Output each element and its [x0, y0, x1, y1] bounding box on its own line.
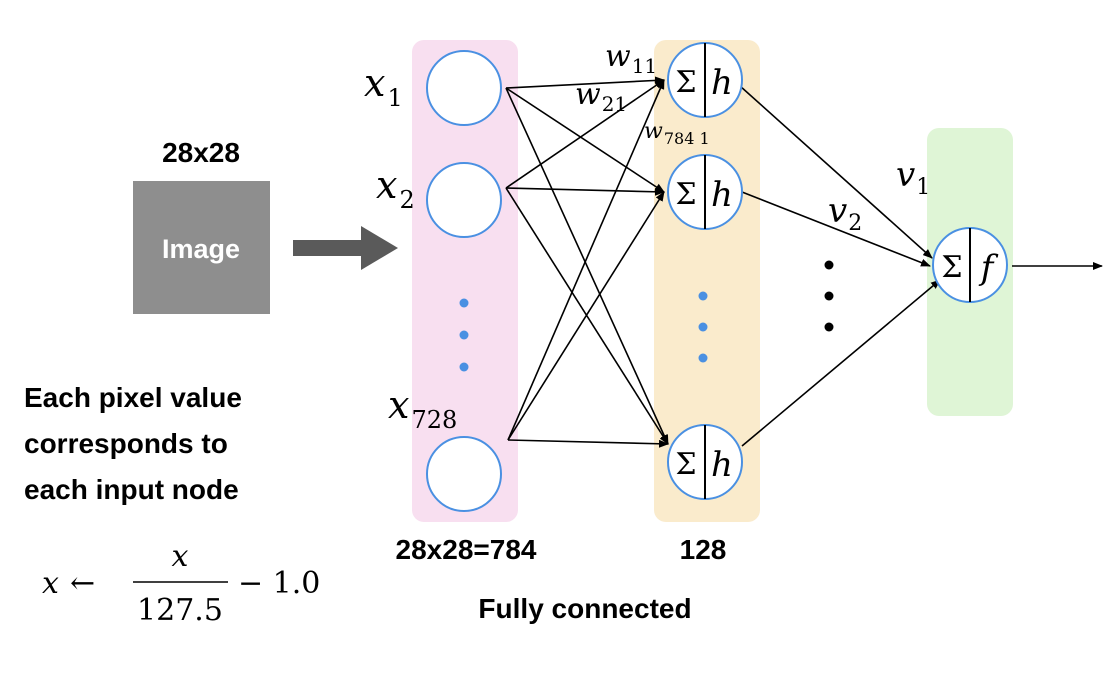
edge-x728-h2 [507, 191, 665, 441]
image-box-label: Image [162, 234, 240, 264]
hidden-ellipsis [698, 291, 708, 363]
formula-arrow: ← [70, 566, 95, 601]
image-box [133, 181, 270, 314]
edge-x1-h2 [505, 87, 665, 193]
edge-x728-h1 [507, 79, 665, 441]
edge-h1-output [739, 85, 933, 259]
input-label-1: x1 [364, 61, 403, 112]
hidden-sum-symbol: Σ [675, 177, 696, 212]
image-size-label: 28x28 [162, 137, 240, 168]
output-sum-symbol: Σ [941, 250, 962, 285]
normalization-formula: x ← x 127.5 − 1.0 [42, 539, 320, 628]
hidden-node-128: Σ h [667, 424, 743, 500]
input-layer-band [412, 40, 518, 522]
hidden-sum-symbol: Σ [675, 65, 696, 100]
input-label-2: x2 [376, 163, 415, 214]
input-node-728 [426, 436, 502, 512]
edge-x2-h2 [505, 187, 665, 196]
edge-x2-h128 [505, 187, 669, 445]
input-ellipsis [459, 298, 469, 372]
weight-label-w21: w21 [575, 77, 627, 116]
input-label-728: x728 [388, 383, 457, 434]
hidden-node-2: Σ h [667, 154, 743, 230]
edge-h128-output [741, 279, 941, 447]
hidden-activation: h [711, 445, 733, 485]
formula-numerator: x [172, 539, 189, 574]
input-nodes [426, 50, 502, 512]
hidden-count-label: 128 [680, 534, 727, 565]
input-arrow [293, 226, 398, 270]
hidden-activation: h [711, 175, 733, 215]
hidden-layer-band [654, 40, 760, 522]
edge-h2-output [741, 191, 931, 267]
description-line-3: each input node [24, 474, 239, 505]
weight-label-w11: w11 [605, 39, 657, 78]
hidden-nodes: Σ h Σ h Σ h [667, 42, 743, 500]
weight-label-v1: v1 [896, 155, 930, 200]
edge-x1-h1 [505, 76, 665, 89]
edge-x2-h1 [505, 79, 665, 189]
hidden-activation: h [711, 63, 733, 103]
formula-tail: − 1.0 [238, 566, 320, 601]
connections [505, 76, 1103, 448]
input-node-1 [426, 50, 502, 126]
hidden-node-1: Σ h [667, 42, 743, 118]
input-node-2 [426, 162, 502, 238]
description-line-2: corresponds to [24, 428, 228, 459]
hidden-output-ellipsis [824, 260, 834, 332]
description-line-1: Each pixel value [24, 382, 242, 413]
edge-x1-h128 [505, 87, 669, 445]
input-count-label: 28x28=784 [396, 534, 537, 565]
fully-connected-label: Fully connected [478, 593, 691, 624]
formula-lhs: x [42, 566, 59, 601]
edge-x728-h128 [507, 439, 669, 448]
hidden-sum-symbol: Σ [675, 447, 696, 482]
output-node: Σ f [932, 227, 1008, 303]
weight-label-w784-1: w784 1 [644, 119, 710, 148]
weight-label-v2: v2 [828, 191, 862, 236]
formula-denominator: 127.5 [137, 593, 223, 628]
